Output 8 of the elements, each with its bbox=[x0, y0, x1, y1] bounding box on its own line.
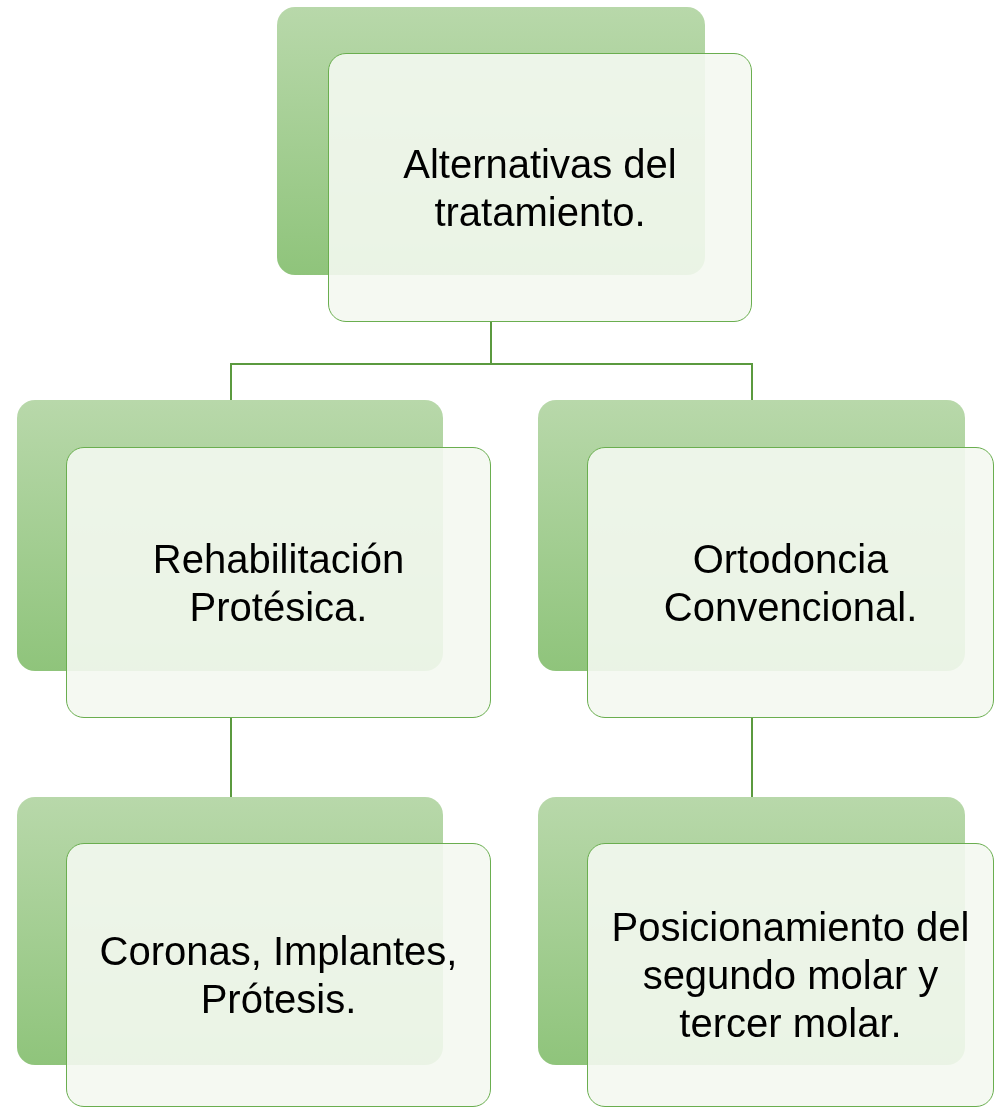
text-card: Coronas, Implantes, Prótesis. bbox=[66, 843, 491, 1107]
text-card: Ortodoncia Convencional. bbox=[587, 447, 994, 718]
text-card: Rehabilitación Protésica. bbox=[66, 447, 491, 718]
connector-line bbox=[230, 717, 232, 798]
text-card: Posicionamiento del segundo molar y tercer molar. bbox=[587, 843, 994, 1107]
text-card: Alternativas del tratamiento. bbox=[328, 53, 752, 322]
connector-line bbox=[490, 321, 753, 401]
connector-line bbox=[751, 717, 753, 798]
